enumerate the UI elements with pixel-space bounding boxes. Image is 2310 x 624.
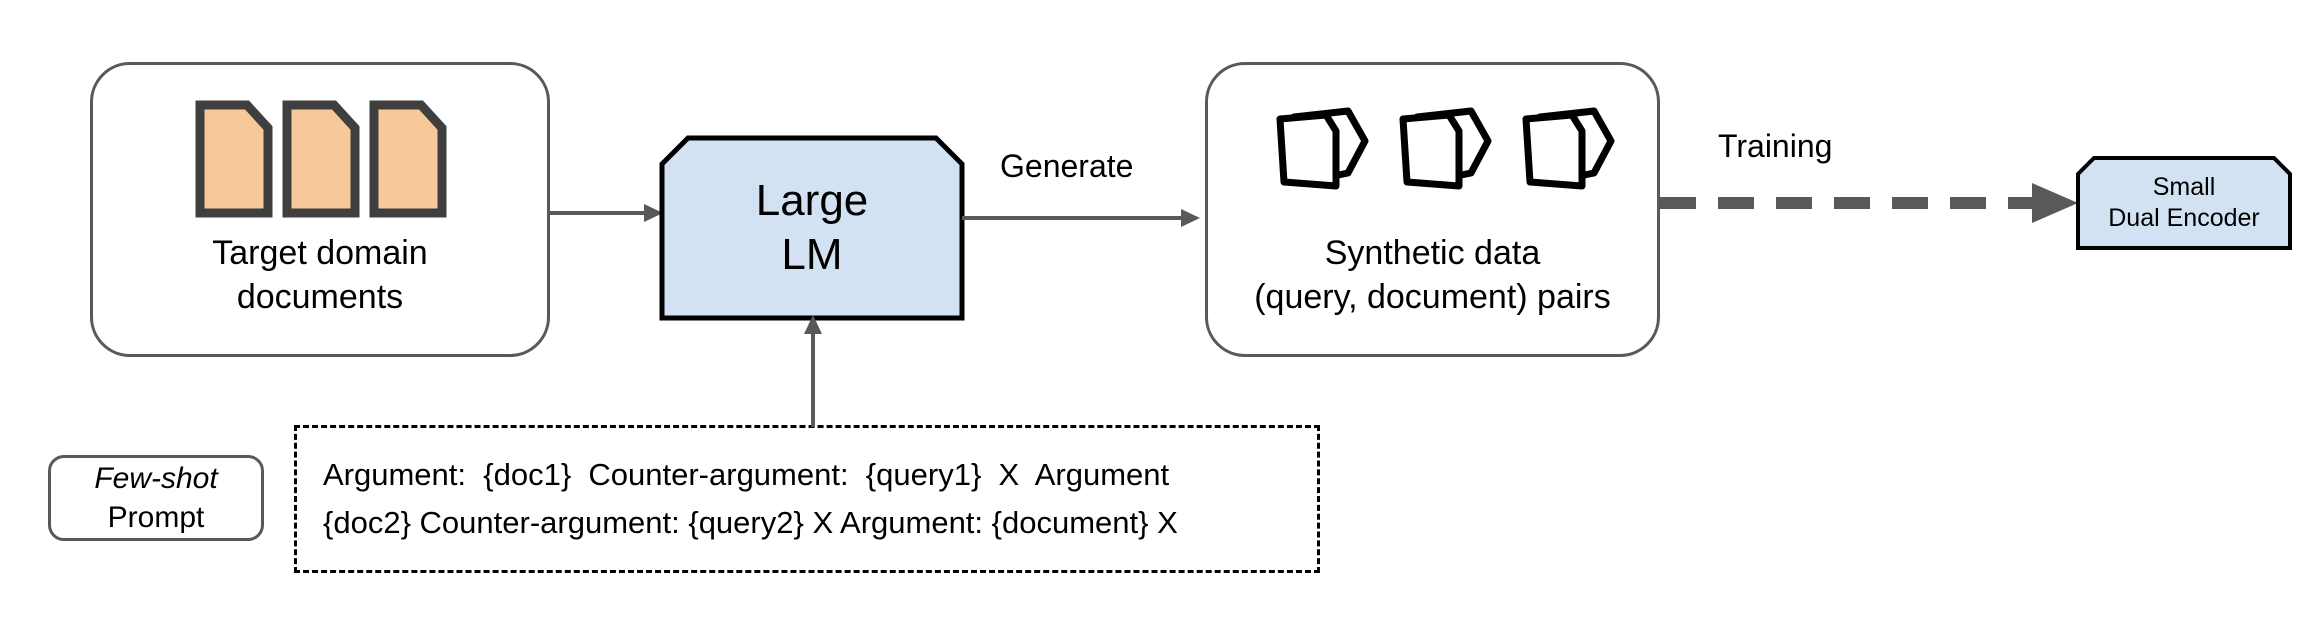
target-documents-caption: Target domain documents xyxy=(90,232,550,319)
prompt-body-line-2: {doc2} Counter-argument: {query2} X Argu… xyxy=(323,505,1178,540)
synthetic-data-caption-line2: (query, document) pairs xyxy=(1254,277,1611,316)
synthetic-data-caption: Synthetic data (query, document) pairs xyxy=(1205,232,1660,319)
arrow-lm-to-synthetic xyxy=(962,209,1200,227)
arrow-prompt-to-lm xyxy=(804,315,822,427)
few-shot-prompt-italic-label: Few-shot xyxy=(94,462,218,495)
arrow-documents-to-lm xyxy=(550,204,663,222)
few-shot-prompt-pill[interactable]: Few-shot Prompt xyxy=(48,455,264,541)
document-stack-icon xyxy=(195,100,447,218)
paired-document-icon-2 xyxy=(1399,107,1492,190)
paired-documents-icon xyxy=(1270,95,1621,200)
prompt-body-box[interactable]: Argument: {doc1} Counter-argument: {quer… xyxy=(294,425,1320,573)
large-lm-shape xyxy=(659,135,965,321)
target-documents-caption-line1: Target domain xyxy=(212,234,428,272)
paired-document-icon-3 xyxy=(1522,107,1615,190)
prompt-body-line-1: Argument: {doc1} Counter-argument: {quer… xyxy=(323,456,1170,492)
paired-document-icon-1 xyxy=(1276,107,1369,190)
generate-edge-label: Generate xyxy=(1000,148,1134,184)
document-icon-3 xyxy=(369,100,447,218)
small-dual-encoder-shape xyxy=(2076,156,2292,250)
large-lm-node[interactable]: Large LM xyxy=(659,135,965,321)
training-edge-label: Training xyxy=(1718,128,1833,164)
small-dual-encoder-node[interactable]: Small Dual Encoder xyxy=(2076,156,2292,250)
target-documents-caption-line2: documents xyxy=(236,277,404,316)
document-icon-2 xyxy=(282,100,360,218)
document-icon-1 xyxy=(195,100,273,218)
few-shot-prompt-plain-label: Prompt xyxy=(107,501,205,534)
synthetic-data-caption-line1: Synthetic data xyxy=(1324,234,1541,272)
arrow-synthetic-to-encoder xyxy=(1660,183,2078,223)
